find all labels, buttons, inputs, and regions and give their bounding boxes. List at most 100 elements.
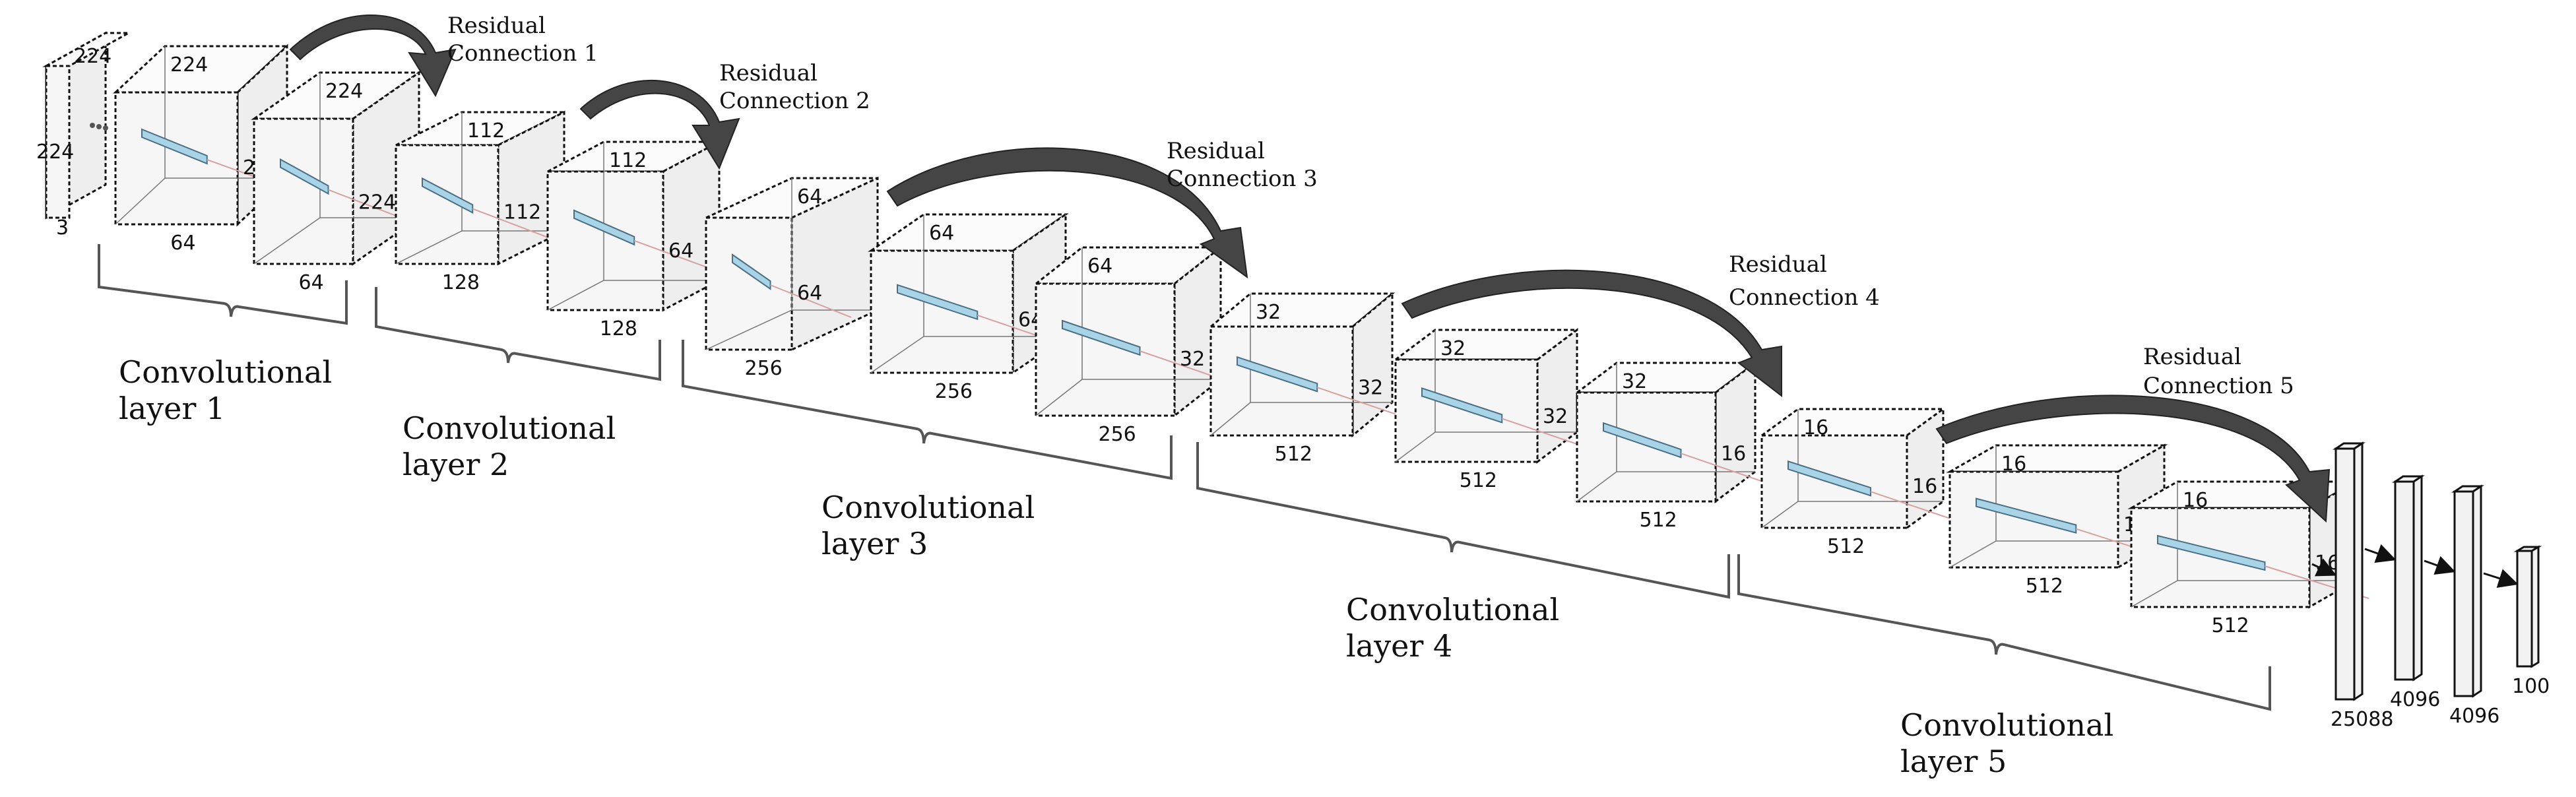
block-height-label: 112 (467, 119, 505, 143)
block-width-label: 32 (1358, 376, 1383, 399)
residual-2-line2: Connection 2 (719, 88, 870, 114)
block-height-label: 64 (1087, 255, 1112, 278)
block-height-label: 64 (929, 222, 954, 245)
block-depth-label: 512 (1460, 469, 1497, 492)
block-depth-label: 128 (442, 271, 480, 294)
layer-label-2-line1: Convolutional (402, 410, 616, 446)
fc-size-label: 4096 (2449, 705, 2499, 728)
brace-layer-5 (1737, 554, 2271, 711)
conv-block: 112 112 128 (395, 110, 565, 294)
residual-4-line2: Connection 4 (1729, 284, 1880, 311)
block-width-label: 32 (1543, 405, 1568, 428)
layer-label-4-line2: layer 4 (1346, 628, 1452, 664)
fc-size-label: 4096 (2390, 688, 2440, 711)
brace-layer-3 (682, 340, 1173, 480)
block-height-label: 32 (1256, 301, 1281, 324)
residual-3-line1: Residual (1167, 138, 1265, 164)
block-width-label: 16 (1912, 475, 1937, 498)
layer-labels: Convolutional layer 1 Convolutional laye… (119, 354, 2113, 779)
fc-layer-slab: 4096 (2449, 484, 2499, 728)
conv-kernel-bar (1603, 422, 1682, 459)
layer-label-4-line1: Convolutional (1346, 592, 1559, 627)
block-width-label: 224 (358, 191, 396, 214)
block-depth-label: 64 (299, 271, 324, 294)
residual-5-line2: Connection 5 (2143, 373, 2294, 399)
conv-block: 64 32 256 (1033, 245, 1235, 446)
conv-block: 32 32 512 (1208, 291, 1413, 466)
conv-kernel-bar (1787, 460, 1871, 497)
residual-arrow-3 (886, 147, 1248, 279)
residual-4-line1: Residual (1729, 251, 1827, 278)
block-height-label: 64 (797, 185, 822, 208)
layer-label-3-line1: Convolutional (821, 490, 1035, 525)
input-width-label: 224 (36, 141, 74, 164)
block-depth-label: 512 (2026, 575, 2063, 598)
block-height-label: 16 (2001, 453, 2026, 476)
block-depth-label: 512 (2212, 614, 2249, 637)
block-depth-label: 128 (600, 317, 637, 340)
conv-kernel-bar (1976, 497, 2077, 534)
block-height-label: 16 (1803, 416, 1828, 439)
block-width-label: 16 (1721, 442, 1746, 465)
layer-label-5-line2: layer 5 (1900, 744, 2007, 779)
layer-label-1-line1: Convolutional (119, 354, 332, 390)
layer-label-5-line1: Convolutional (1900, 707, 2113, 743)
block-depth-label: 256 (745, 357, 783, 380)
conv-blocks: 2242246422422464112112128112641286464256… (113, 44, 2369, 637)
block-height-label: 32 (1440, 337, 1465, 360)
residual-arrows (289, 15, 2331, 523)
block-height-label: 224 (325, 80, 363, 103)
block-height-label: 32 (1622, 370, 1647, 393)
residual-arrow-1 (289, 15, 457, 98)
layer-label-2-line2: layer 2 (402, 447, 509, 482)
conv-kernel-bar (1237, 356, 1318, 393)
residual-5-line1: Residual (2143, 344, 2241, 370)
fc-size-label: 100 (2512, 675, 2550, 698)
residual-arrow-4 (1401, 269, 1782, 398)
block-height-label: 16 (2183, 489, 2208, 512)
block-height-label: 112 (609, 149, 647, 172)
residual-arrow-5 (1935, 395, 2331, 523)
layer-label-1-line2: layer 1 (119, 391, 225, 426)
brace-layer-2 (375, 287, 661, 381)
block-width-label: 64 (668, 239, 693, 263)
conv-block: 16 16 512 (1758, 407, 1967, 558)
input-channels-label: 3 (56, 216, 69, 239)
conv-kernel-bar (422, 177, 474, 214)
residual-labels: Residual Connection 1 Residual Connectio… (447, 13, 2294, 399)
residual-2-line1: Residual (719, 60, 818, 86)
block-depth-label: 256 (1099, 423, 1136, 446)
block-depth-label: 512 (1275, 443, 1312, 466)
conv-kernel-bar (1421, 387, 1503, 424)
layer-braces (98, 244, 2271, 711)
residual-1-line2: Connection 1 (447, 40, 598, 67)
layer-label-3-line2: layer 3 (821, 526, 928, 561)
conv-block: 112 64 128 (546, 140, 723, 340)
block-width-label: 32 (1180, 348, 1205, 371)
block-depth-label: 64 (170, 232, 195, 255)
conv-kernel-bar (573, 209, 635, 246)
conv-block: 224 224 64 (251, 71, 422, 294)
block-width-label: 112 (503, 201, 541, 224)
fc-layer-slab: 25088 (2331, 441, 2393, 731)
block-depth-label: 256 (935, 380, 973, 403)
conv-kernel-bar (2157, 534, 2266, 571)
fc-layer-slab: 4096 (2390, 474, 2440, 711)
conv-kernel-bar (1062, 319, 1141, 356)
brace-layer-1 (98, 244, 348, 325)
residual-3-line2: Connection 3 (1167, 166, 1318, 192)
fc-layer-slab: 100 (2512, 545, 2550, 698)
block-depth-label: 512 (1640, 509, 1677, 532)
conv-kernel-bar (897, 284, 979, 321)
conv-kernel-bar (280, 158, 329, 195)
block-depth-label: 512 (1827, 535, 1865, 558)
conv-block: 32 32 512 (1392, 328, 1597, 492)
fc-size-label: 25088 (2331, 708, 2393, 731)
conv-kernel-bar (732, 253, 771, 290)
